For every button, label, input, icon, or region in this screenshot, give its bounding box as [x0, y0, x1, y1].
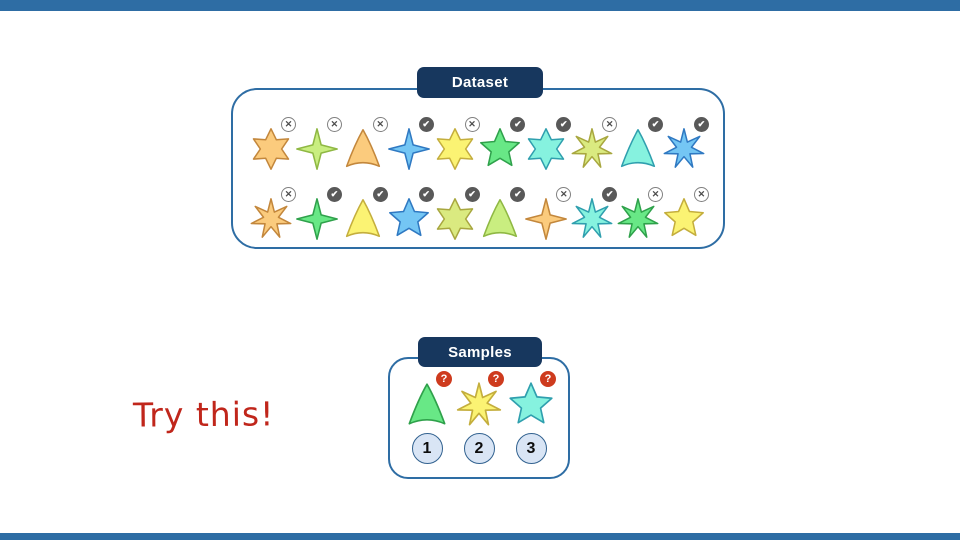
check-badge: ✔: [418, 117, 434, 132]
sample-shape-cell-1: ?: [401, 371, 453, 433]
x-badge: ✕: [464, 117, 480, 132]
triangle-shape-yellow: [345, 199, 380, 238]
star7-shape-olive: [571, 128, 613, 168]
samples-title: Samples: [418, 337, 542, 367]
star7-shape-yellow: [456, 382, 502, 426]
question-badge: ?: [540, 371, 556, 387]
star4-shape-blue: [387, 128, 430, 170]
dataset-shape-cell: ✕: [616, 187, 663, 243]
check-badge: ✔: [602, 187, 618, 202]
dataset-shape-cell: ✕: [662, 187, 709, 243]
dataset-panel: ✕ ✕ ✕ ✔ ✕ ✔ ✔ ✕ ✔ ✔ ✕ ✔ ✔ ✔ ✔ ✔ ✕ ✔ ✕ ✕: [231, 88, 725, 249]
dataset-shape-cell: ✕: [295, 117, 342, 173]
sample-number-3: 3: [515, 433, 547, 464]
triangle-shape-orange: [345, 129, 380, 168]
triangle-shape-green: [408, 383, 446, 425]
star6-shape-yellow: [436, 128, 473, 170]
star7-shape-orange: [250, 198, 292, 238]
star7-shape-blue: [663, 128, 705, 168]
sample-number-2: 2: [463, 433, 495, 464]
dataset-shape-cell: ✔: [295, 187, 342, 243]
question-badge: ?: [436, 371, 452, 387]
check-badge: ✔: [648, 117, 663, 132]
dataset-shape-cell: ✔: [387, 117, 434, 173]
x-badge: ✕: [602, 117, 618, 132]
sample-shape-cell-3: ?: [505, 371, 557, 433]
check-badge: ✔: [418, 187, 434, 202]
dataset-shape-cell: ✕: [249, 117, 296, 173]
dataset-shape-cell: ✔: [570, 187, 618, 243]
sample-number-1: 1: [411, 433, 443, 464]
dataset-shape-cell: ✔: [478, 117, 526, 173]
star4-shape-green: [295, 198, 338, 240]
x-badge: ✕: [372, 117, 388, 132]
dataset-row-2: ✕ ✔ ✔ ✔ ✔ ✔ ✕ ✔ ✕ ✕: [249, 187, 709, 243]
sample-shape-cell-2: ?: [453, 371, 505, 433]
dataset-shape-grid: ✕ ✕ ✕ ✔ ✕ ✔ ✔ ✕ ✔ ✔ ✕ ✔ ✔ ✔ ✔ ✔ ✕ ✔ ✕ ✕: [233, 90, 723, 247]
check-badge: ✔: [556, 117, 572, 132]
triangle-shape-cyan: [620, 129, 656, 168]
dataset-shape-cell: ✕: [433, 117, 480, 173]
dataset-shape-cell: ✔: [387, 187, 434, 243]
check-badge: ✔: [372, 187, 388, 202]
question-badge: ?: [488, 371, 504, 387]
x-badge: ✕: [326, 117, 342, 132]
check-badge: ✔: [464, 187, 480, 202]
dataset-shape-cell: ✔: [341, 187, 388, 243]
check-badge: ✔: [510, 117, 526, 132]
dataset-shape-cell: ✔: [433, 187, 480, 243]
star5-shape-cyan: [509, 382, 553, 424]
x-badge: ✕: [648, 187, 663, 202]
dataset-shape-cell: ✕: [570, 117, 618, 173]
dataset-shape-cell: ✔: [524, 117, 572, 173]
star7-shape-green: [617, 198, 659, 238]
x-badge: ✕: [281, 117, 296, 132]
star5-shape-yellow: [663, 198, 704, 237]
x-badge: ✕: [693, 187, 709, 202]
dataset-shape-cell: ✕: [341, 117, 388, 173]
star6-shape-cyan: [528, 128, 565, 170]
x-badge: ✕: [556, 187, 572, 202]
check-badge: ✔: [510, 187, 526, 202]
star5-shape-blue: [388, 198, 429, 237]
sample-shapes-row: ???: [390, 371, 568, 433]
x-badge: ✕: [281, 187, 296, 202]
star6-shape-orange: [252, 128, 290, 170]
dataset-shape-cell: ✕: [524, 187, 572, 243]
dataset-title: Dataset: [417, 67, 543, 98]
star4-shape-orange: [525, 198, 568, 240]
dataset-row-1: ✕ ✕ ✕ ✔ ✕ ✔ ✔ ✕ ✔ ✔: [249, 117, 709, 173]
top-accent-bar: [0, 0, 960, 11]
dataset-shape-cell: ✕: [249, 187, 296, 243]
star6-shape-olive: [436, 198, 473, 240]
star5-shape-green: [480, 128, 521, 167]
dataset-shape-cell: ✔: [616, 117, 663, 173]
dataset-shape-cell: ✔: [662, 117, 709, 173]
star4-shape-yellowgreen: [295, 128, 338, 170]
annotation-text: Try this!: [132, 394, 275, 435]
check-badge: ✔: [693, 117, 709, 132]
triangle-shape-yellowgreen: [483, 199, 518, 238]
dataset-shape-cell: ✔: [478, 187, 526, 243]
star7-shape-cyan: [571, 198, 613, 238]
bottom-accent-bar: [0, 533, 960, 540]
check-badge: ✔: [326, 187, 342, 202]
